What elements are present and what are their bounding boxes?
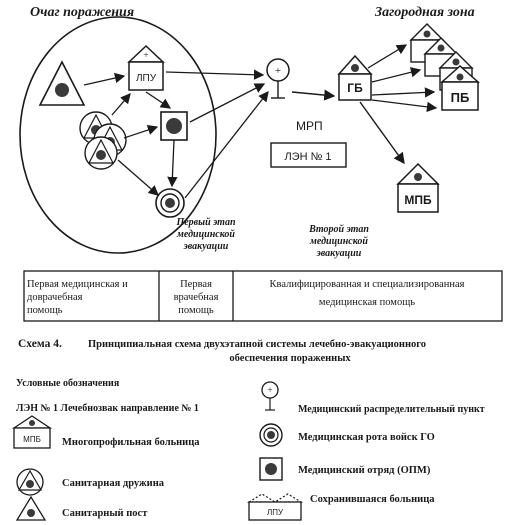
arrows-gb-to-pb xyxy=(367,44,438,113)
stage-first-line2: медицинской xyxy=(176,229,235,240)
care-col3-line1: Квалифицированная и специализированная xyxy=(270,279,465,290)
medical-detachment-icon xyxy=(160,111,188,141)
stage-second-line3: эвакуации xyxy=(316,248,362,259)
mrp-label: МРП xyxy=(296,119,323,133)
care-col1-line1: Первая медицинская и xyxy=(27,279,128,290)
legend-otryad-icon xyxy=(259,457,283,481)
care-col2-line2: врачебная xyxy=(174,292,219,303)
lesion-zone-arrows xyxy=(83,72,178,196)
care-col2-line3: помощь xyxy=(178,305,214,316)
legend-len-text: ЛЭН № 1 Лечебнозвак направление № 1 xyxy=(16,403,199,414)
legend-rota-text: Медицинская рота войск ГО xyxy=(298,432,435,443)
care-col1-line3: помощь xyxy=(27,305,63,316)
legend-lpu-text: Сохранившаяся больница xyxy=(310,494,435,505)
svg-text:+: + xyxy=(275,65,281,77)
care-table xyxy=(23,270,503,322)
gb-label: ГБ xyxy=(347,81,363,95)
lpu-hospital-icon: + xyxy=(127,44,165,91)
svg-text:+: + xyxy=(267,385,272,395)
caption-label: Схема 4. xyxy=(18,338,62,350)
pb-hospital-stack-icon xyxy=(409,23,480,111)
arrow-mrp-to-gb xyxy=(291,89,336,101)
legend-mrp-text: Медицинский распределительный пункт xyxy=(298,404,485,415)
mpb-label: МПБ xyxy=(404,193,432,207)
medical-company-icon xyxy=(155,188,185,218)
stage-first-line1: Первый этап xyxy=(175,217,235,228)
legend-otryad-text: Медицинский отряд (ОПМ) xyxy=(298,465,431,476)
legend-druzhina-text: Санитарная дружина xyxy=(62,478,165,489)
caption-line1: Принципиальная схема двухэтапной системы… xyxy=(88,339,426,350)
legend-mpb-icon-label: МПБ xyxy=(23,435,41,444)
care-col3-line2: медицинская помощь xyxy=(319,297,415,308)
legend-post-icon xyxy=(15,495,47,521)
legend-lpu-icon-label: ЛПУ xyxy=(267,508,284,517)
zone-title-lesion: Очаг поражения xyxy=(30,5,134,20)
len-label: ЛЭН № 1 xyxy=(284,151,331,163)
care-col2-line1: Первая xyxy=(180,279,212,290)
legend-lpu-icon xyxy=(246,493,304,521)
legend-mpb-text: Многопрофильная больница xyxy=(62,437,200,448)
stage-second-line2: медицинской xyxy=(309,236,368,247)
svg-text:+: + xyxy=(143,50,148,60)
sanitary-post-icon xyxy=(38,60,86,106)
caption-line2: обеспечения пораженных xyxy=(229,353,351,364)
gb-hospital-icon xyxy=(337,54,373,101)
legend-title: Условные обозначения xyxy=(16,378,120,389)
stage-first-line3: эвакуации xyxy=(183,241,229,252)
lesion-zone-oval xyxy=(19,16,217,254)
legend-mrp-icon: + xyxy=(261,381,279,411)
mpb-hospital-icon xyxy=(396,162,440,213)
pb-label: ПБ xyxy=(451,90,470,105)
legend-post-text: Санитарный пост xyxy=(62,508,148,519)
arrows-to-mrp xyxy=(165,69,269,199)
arrow-gb-to-mpb xyxy=(359,101,405,165)
mrp-icon: + xyxy=(266,58,290,99)
legend-mpb-icon xyxy=(11,415,53,449)
legend-rota-icon xyxy=(259,423,283,447)
care-col1-line2: доврачебная xyxy=(27,292,83,303)
len-box xyxy=(270,142,347,168)
sanitary-squad-cluster xyxy=(79,111,127,170)
legend-druzhina-icon xyxy=(16,468,44,496)
stage-second-line1: Второй этап xyxy=(308,224,369,235)
lpu-label: ЛПУ xyxy=(136,73,157,84)
zone-title-suburban: Загородная зона xyxy=(374,5,475,20)
